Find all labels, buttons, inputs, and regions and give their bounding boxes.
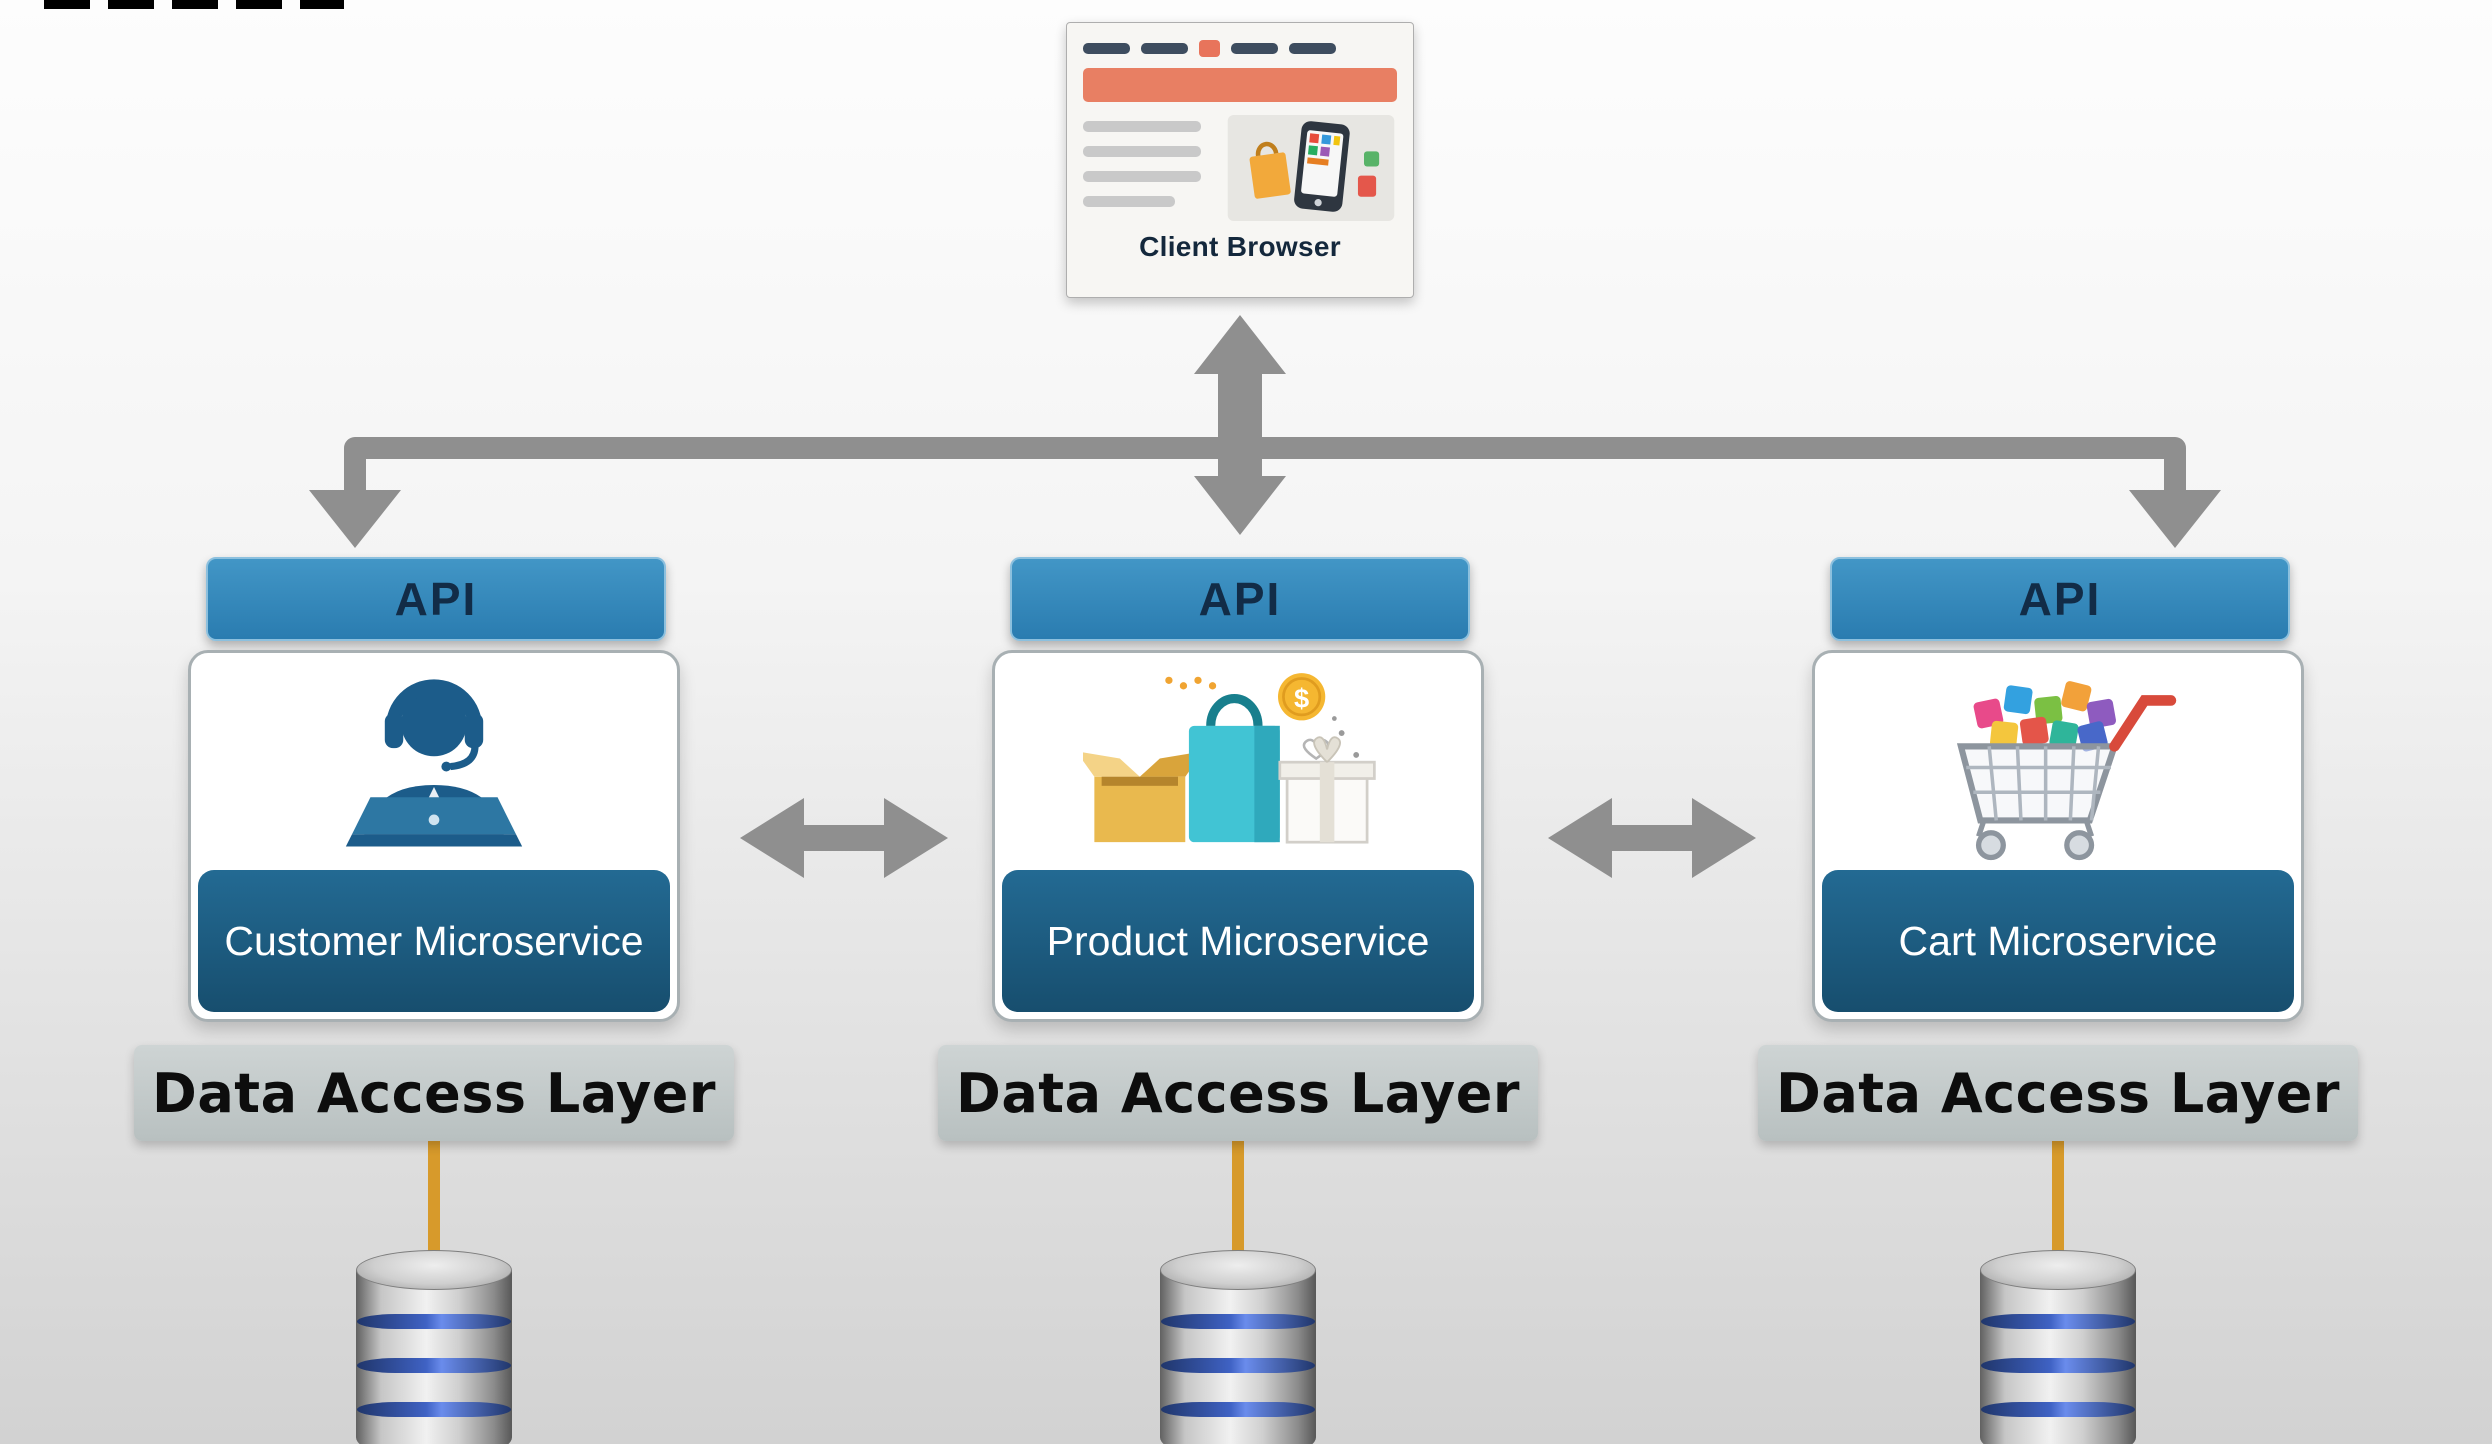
database-stripe [1161,1402,1315,1417]
browser-tab-dash [1231,42,1278,54]
cart-database-icon [1980,1250,2136,1444]
database-stripe [1981,1402,2135,1417]
database-stripe [357,1314,511,1329]
text-placeholder-line [1083,146,1201,157]
database-stripe [357,1358,511,1373]
service-label-bar: Customer Microservice [198,870,670,1012]
data-access-layer-cart: Data Access Layer [1758,1045,2358,1141]
horizontal-double-arrow-left [740,798,948,878]
browser-text-placeholders [1083,115,1215,225]
database-top [356,1250,512,1290]
cart-microservice-card: Cart Microservice [1812,650,2304,1022]
database-top [1980,1250,2136,1290]
customer-support-agent-icon [345,679,523,846]
api-label: API [1198,573,1282,625]
browser-tab-dash [1083,42,1130,54]
api-label: API [394,573,478,625]
database-stripe [1161,1358,1315,1373]
shopping-phone-icon [1227,115,1395,221]
database-stripe [1981,1314,2135,1329]
dollar-coin-symbol: $ [1294,683,1309,714]
database-stripe [1981,1358,2135,1373]
api-box-product: API [1010,557,1470,641]
arrowhead-down-right [2129,490,2221,548]
browser-tab-dash [1141,42,1188,54]
shopping-cart-icon [1815,653,2301,875]
database-stripe [1161,1314,1315,1329]
database-stripe [357,1402,511,1417]
browser-active-tab [1199,39,1220,57]
fanout-connector-line [344,437,2186,500]
service-label-bar: Product Microservice [1002,870,1474,1012]
service-name: Cart Microservice [1898,917,2218,964]
shopping-cart-icon [1956,681,2177,861]
service-name: Product Microservice [1046,917,1430,964]
shopping-phone-illustration [1225,115,1397,221]
database-body [1980,1270,2136,1444]
text-placeholder-line [1083,121,1201,132]
dal-label: Data Access Layer [956,1061,1520,1125]
product-packages-icon: $ [995,653,1481,875]
horizontal-double-arrow-right [1548,798,1756,878]
api-box-customer: API [206,557,666,641]
product-packages-icon: $ [1083,673,1376,844]
database-top [1160,1250,1316,1290]
service-name: Customer Microservice [224,917,644,964]
arrowhead-down-left [309,490,401,548]
database-body [356,1270,512,1444]
dal-label: Data Access Layer [152,1061,716,1125]
api-label: API [2018,573,2102,625]
browser-content [1083,115,1397,225]
service-label-bar: Cart Microservice [1822,870,2294,1012]
data-access-layer-customer: Data Access Layer [134,1045,734,1141]
data-access-layer-product: Data Access Layer [938,1045,1538,1141]
product-microservice-card: $ Product Microservice [992,650,1484,1022]
cropped-overlay-artifact [44,0,344,9]
vertical-double-arrow [1194,315,1286,535]
product-database-icon [1160,1250,1316,1444]
dal-label: Data Access Layer [1776,1061,2340,1125]
browser-tab-dash [1289,42,1336,54]
api-box-cart: API [1830,557,2290,641]
client-browser-card: Client Browser [1066,22,1414,298]
text-placeholder-line [1083,196,1175,207]
customer-microservice-card: Customer Microservice [188,650,680,1022]
client-browser-label: Client Browser [1139,231,1341,262]
text-placeholder-line [1083,171,1201,182]
customer-database-icon [356,1250,512,1444]
customer-support-agent-icon [191,653,677,875]
browser-banner-bar [1083,68,1397,102]
browser-tab-row [1083,39,1397,57]
database-body [1160,1270,1316,1444]
